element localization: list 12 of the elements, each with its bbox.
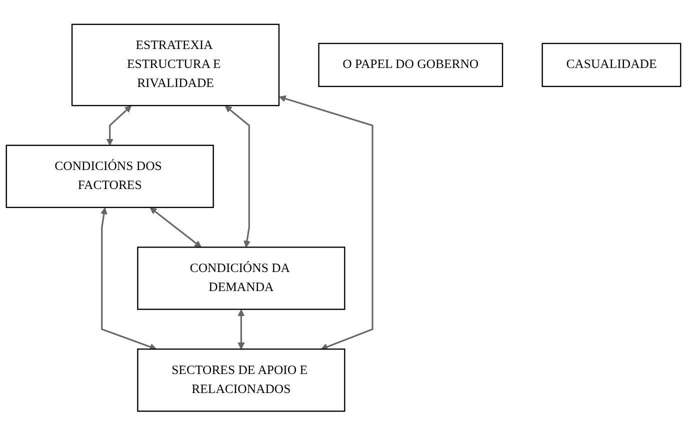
arrow (224, 106, 250, 248)
node-box: CASUALIDADE (542, 43, 682, 88)
node-box: SECTORES DE APOIO E RELACIONADOS (137, 348, 346, 412)
arrow (100, 208, 157, 350)
arrow (238, 310, 245, 350)
node-box: CONDICIÓNS DOS FACTORES (6, 144, 214, 208)
arrow (278, 96, 374, 350)
arrow (150, 208, 202, 248)
node-box: O PAPEL DO GOBERNO (318, 43, 504, 88)
arrow (106, 106, 132, 146)
node-box: CONDICIÓNS DA DEMANDA (137, 246, 346, 310)
node-box: ESTRATEXIA ESTRUCTURA E RIVALIDADE (71, 24, 280, 106)
